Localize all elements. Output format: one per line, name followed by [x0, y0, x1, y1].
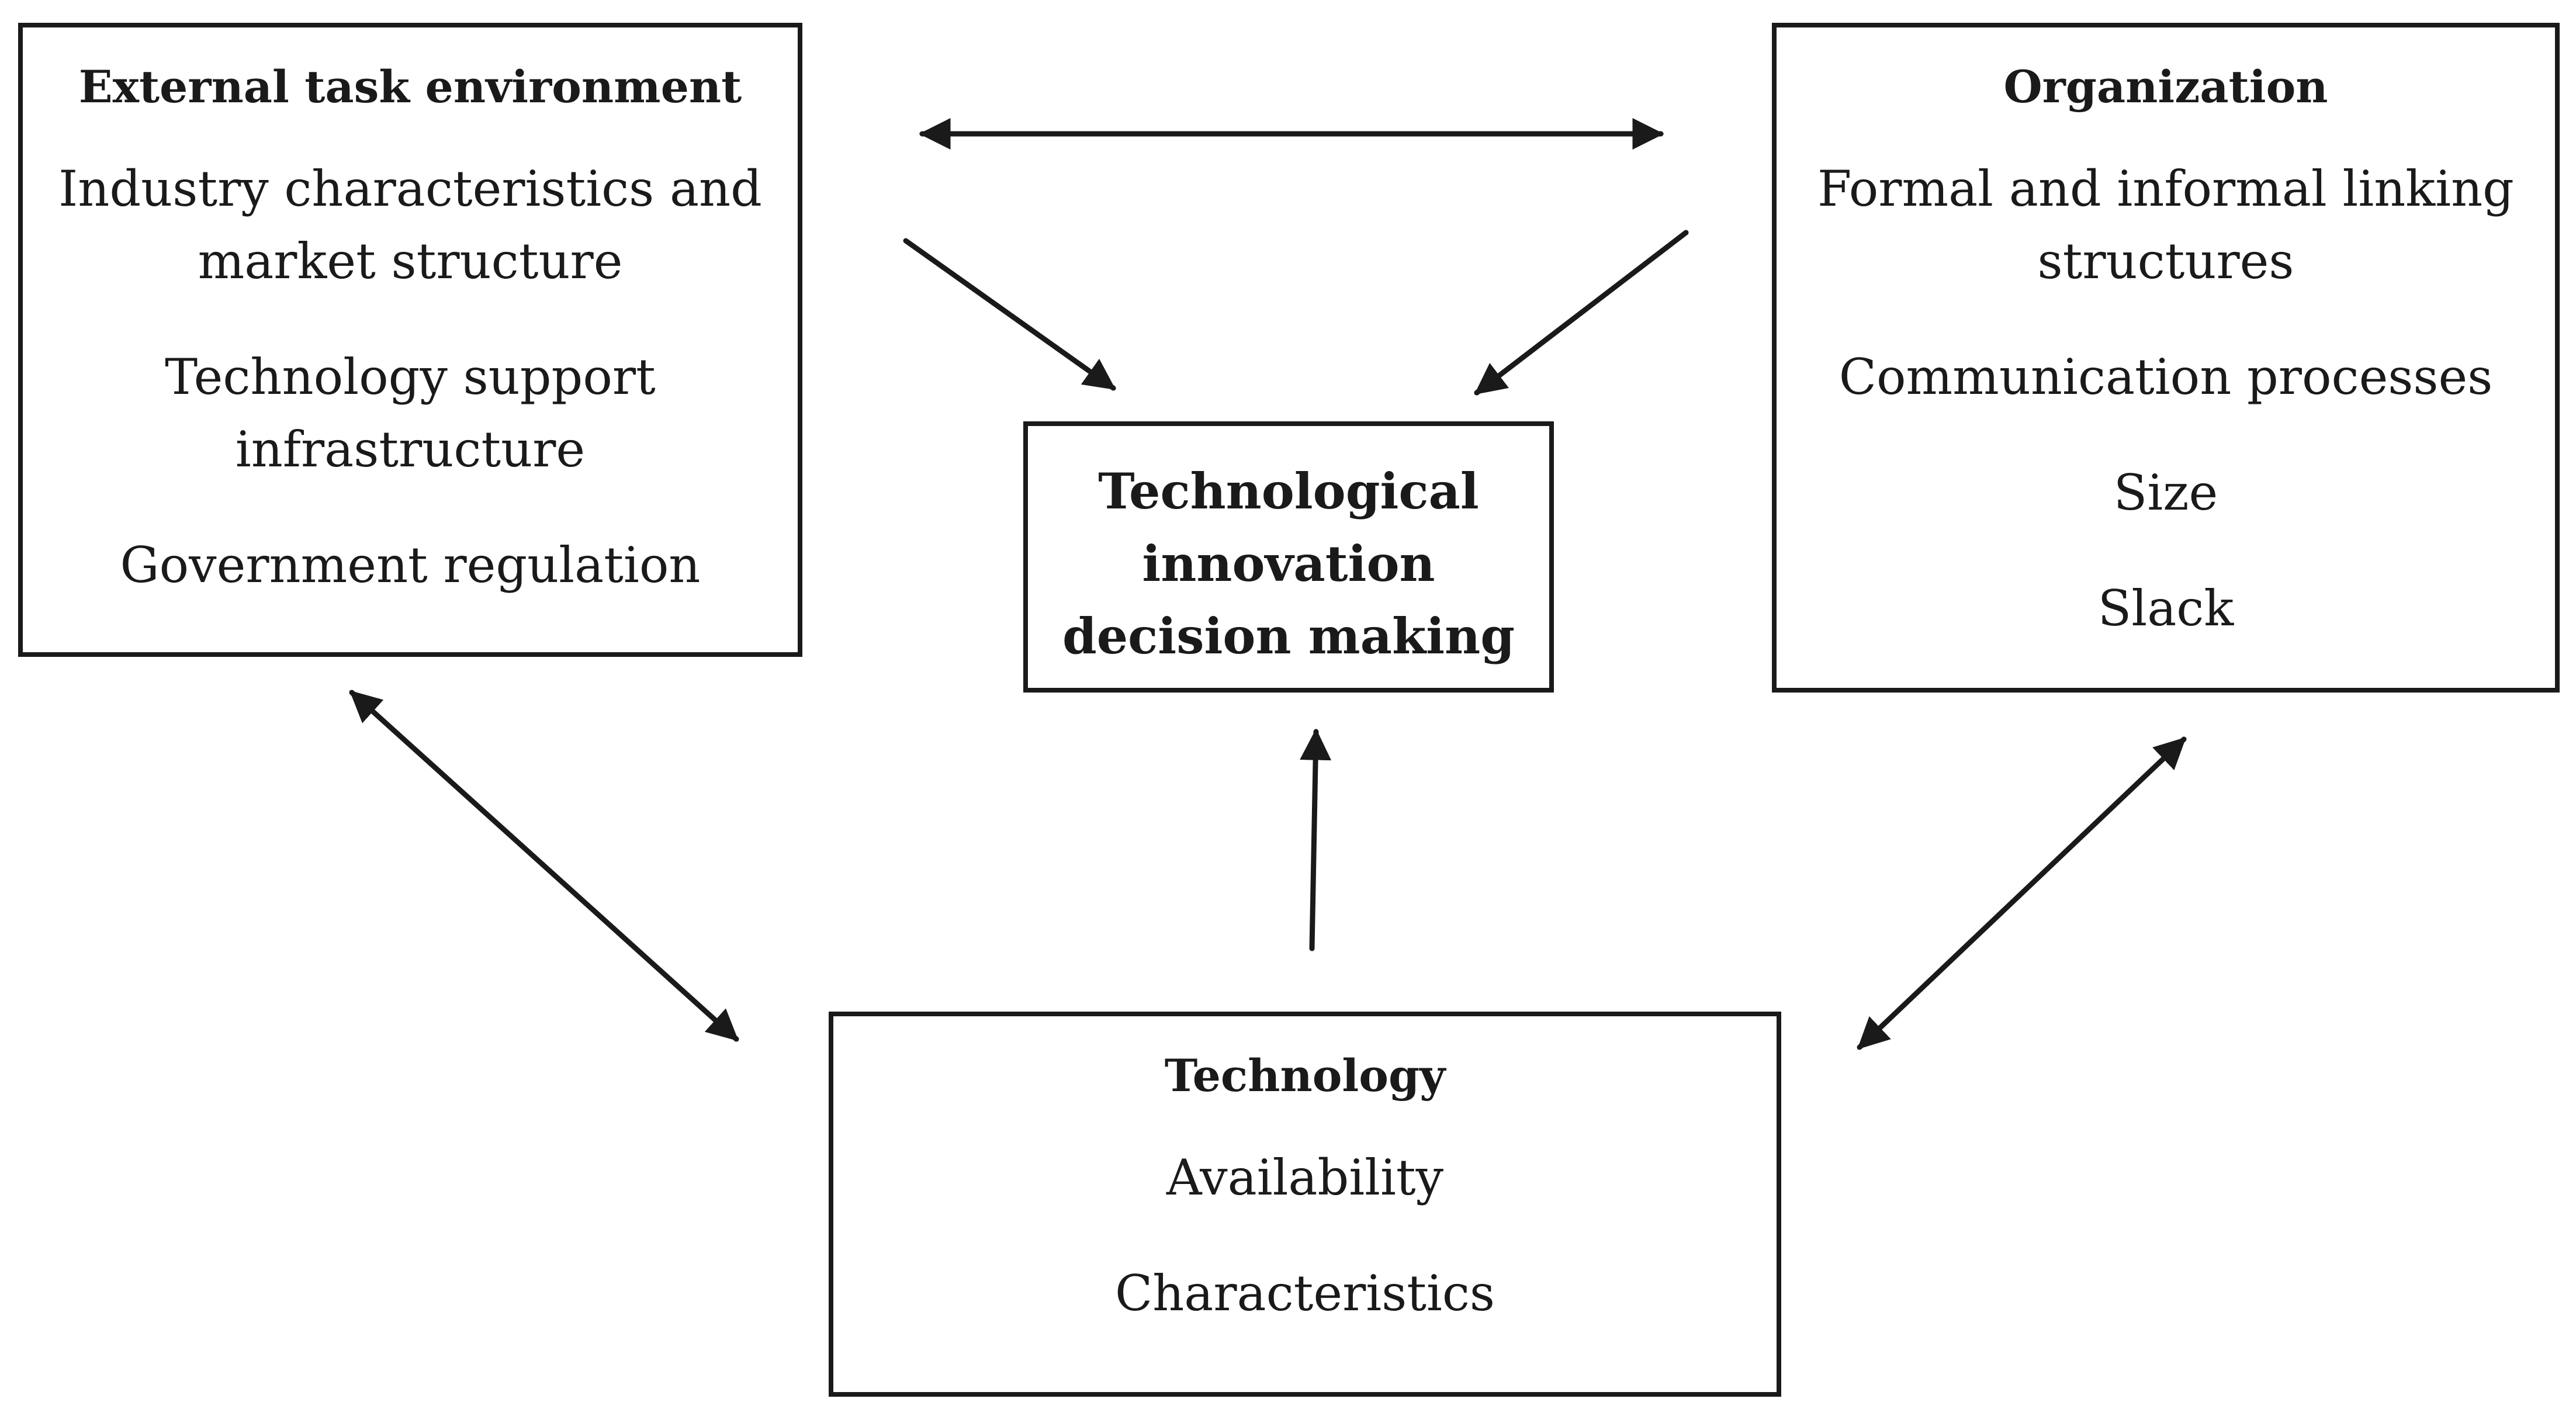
characteristics-item: Characteristics — [1114, 1265, 1495, 1322]
slack-item: Slack — [2097, 580, 2234, 637]
external-task-environment-title: External task environment — [78, 61, 742, 113]
organization-box: Organization Formal and informal linking… — [1772, 23, 2560, 693]
decision-making-title: Technological innovation decision making — [1062, 462, 1515, 665]
technology-support-item: Technology support infrastructure — [165, 348, 656, 478]
size-item: Size — [2113, 464, 2218, 521]
linking-structures-item: Formal and informal linking structures — [1817, 160, 2514, 290]
organization-title: Organization — [2003, 61, 2328, 113]
communication-processes-item: Communication processes — [1838, 348, 2493, 406]
arrow-external-to-decision — [903, 238, 1116, 391]
arrow-external-technology — [349, 690, 739, 1042]
arrow-organization-technology — [1857, 736, 2187, 1050]
technology-title: Technology — [1164, 1050, 1446, 1102]
arrow-organization-to-decision — [1474, 230, 1689, 396]
external-task-environment-box: External task environment Industry chara… — [18, 23, 802, 657]
decision-making-box: Technological innovation decision making — [1023, 421, 1554, 693]
availability-item: Availability — [1166, 1149, 1444, 1206]
government-regulation-item: Government regulation — [120, 536, 701, 594]
technology-box: Technology Availability Characteristics — [829, 1012, 1781, 1397]
industry-characteristics-item: Industry characteristics and market stru… — [58, 160, 762, 290]
arrow-technology-to-decision — [1300, 728, 1332, 951]
